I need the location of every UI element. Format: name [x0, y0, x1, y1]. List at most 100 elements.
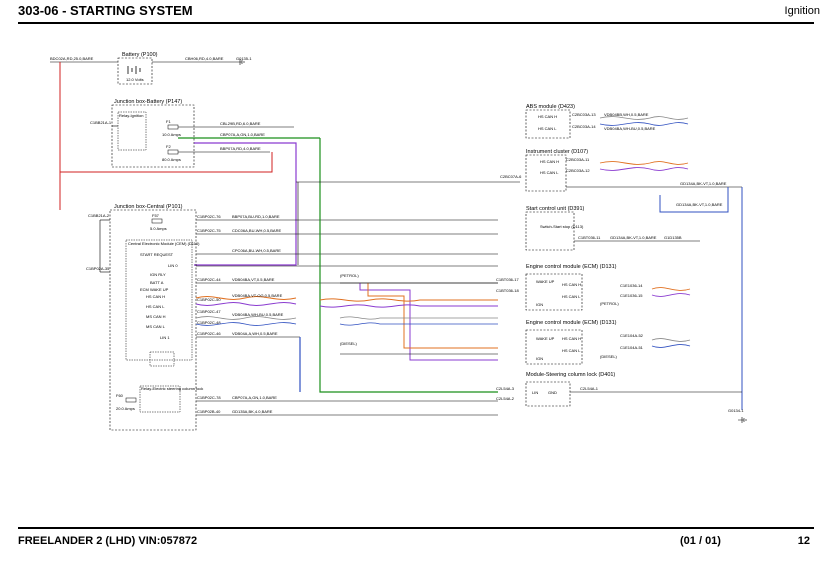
fuse-rating: 80.0 Amps [162, 157, 181, 162]
instrument-cluster: Instrument cluster (D107) HS CAN H HS CA… [525, 149, 588, 192]
junction-box-central: Junction box-Central (P101) F57 5.0 Amps… [109, 204, 203, 431]
ecm-petrol: Engine control module (ECM) (D131) WAKE … [525, 264, 617, 311]
variant-label: (PETROL) [600, 301, 619, 306]
fuse-rating: 10.0 Amps [162, 132, 181, 137]
connector-label: C1E104A-51 [620, 345, 644, 350]
fuse-label: F57 [152, 213, 160, 218]
connector-label: C1BP02C-46 [197, 331, 221, 336]
pin-label: LIN [532, 390, 538, 395]
wire-label: GD134A,BK-VT,1.0,BARE [680, 181, 727, 186]
connector-label: C1BP02B-40 [197, 409, 221, 414]
steer-label: Module-Steering column lock (D401) [526, 372, 615, 378]
jbox-battery-label: Junction box-Battery (P147) [114, 99, 182, 105]
connector-label: C1BP02C-50 [197, 297, 221, 302]
page-number: 12 [797, 535, 810, 547]
relay-ign-label: Relay-Ignition [119, 113, 143, 118]
page-of: (01 / 01) [680, 535, 721, 547]
connector-label: C1BP02C-75 [197, 228, 221, 233]
pin-label: HS CAN H [562, 336, 581, 341]
wire-label: VDB04BA,WH-BU,0.5,BARE [604, 126, 656, 131]
fuse-rating: 20.0 Amps [116, 406, 135, 411]
connector-label: C1BB21A-1 [90, 120, 112, 125]
wire-label: BBP07A,BU-RD,1.0,BARE [232, 214, 280, 219]
connector-label: C1BP02C-76 [197, 214, 221, 219]
connector-label: C1BP02C-44 [197, 277, 221, 282]
connector-label: C1BB21A-2 [88, 213, 110, 218]
connector-label: C1E1036-15 [620, 293, 643, 298]
wire-label: VDB04A,A,WH,0.5,BARE [232, 331, 278, 336]
pin-label: HS CAN L [562, 348, 581, 353]
wire-label: CBH06,RD,4.0,BARE [185, 56, 224, 61]
connector-label: C2BC03A-11 [566, 157, 590, 162]
battery-label: Battery (P100) [122, 52, 158, 58]
fuse-label: F2 [166, 144, 171, 149]
connector-label: C1BP02A-35 [86, 266, 110, 271]
connector-label: C1BP02C-78 [197, 395, 221, 400]
wire-label: VDB04BA,WH-BU,0.5,BARE [232, 312, 284, 317]
ground-label: G0135-1 [236, 56, 252, 61]
pin-label: WAKE UP [536, 279, 555, 284]
wire-label: BDC02A,RD,25.0,BARE [50, 56, 94, 61]
scu-label: Start control unit (D391) [526, 206, 585, 212]
wire-label: CBL29B,RD,6.0,BARE [220, 121, 261, 126]
ground-label: G1D135B [664, 235, 682, 240]
fuse-rating: 5.0 Amps [150, 226, 167, 231]
cem-label: Central Electronic Module (CEM) (D110) [128, 241, 200, 246]
ecm-diesel: Engine control module (ECM) (D131) WAKE … [525, 320, 617, 365]
wire-label: CBP07A,A,GN,1.0,BARE [232, 395, 277, 400]
pin-label: WAKE UP [536, 336, 555, 341]
pin-label: HS CAN L [146, 304, 165, 309]
connector-label: C2L54A-1 [580, 386, 599, 391]
pin-label: BATT A [150, 280, 164, 285]
wire-label: GD134A,BK-VT,1.0,BARE [610, 235, 657, 240]
connector-label: C1BP02C-47 [197, 309, 221, 314]
ecm-label: Engine control module (ECM) (D131) [526, 264, 617, 270]
connector-label: C2BC03A-12 [566, 168, 590, 173]
wire-label: CDC06A,BU-WH,0.5,BARE [232, 228, 281, 233]
pin-label: IGN [536, 302, 543, 307]
wire-label: VDB04BB,WH,0.5,BARE [604, 112, 649, 117]
variant-label: (DIESEL) [600, 354, 618, 359]
relay-label: Relay-Electric steering column lock [141, 386, 203, 391]
page-title: 303-06 - STARTING SYSTEM [18, 3, 193, 18]
abs-module: ABS module (D423) HS CAN H HS CAN L [525, 104, 575, 139]
page-header: 303-06 - STARTING SYSTEM Ignition [0, 0, 832, 24]
variant-label: (DIESEL) [340, 341, 358, 346]
jbox-central-label: Junction box-Central (P101) [114, 204, 183, 210]
connector-label: C2BC03A-13 [572, 112, 596, 117]
wire-label: GD134A,BK-VT,1.0,BARE [676, 202, 723, 207]
footer-rule [18, 527, 814, 529]
pin-label: HS CAN L [562, 294, 581, 299]
connector-label: C1BP02C-48 [197, 320, 221, 325]
connector-label: C2BC03A-14 [572, 124, 596, 129]
wire-label: CBP07A,A,GN,1.0,BARE [220, 132, 265, 137]
pin-label: MS CAN L [146, 324, 166, 329]
connector-label: C1E1036-14 [620, 283, 643, 288]
fuse-label: F1 [166, 119, 171, 124]
wire-label: VDB04BA,VT,0.5,BARE [232, 277, 275, 282]
pin-label: START REQUEST [140, 252, 174, 257]
pin-label: HS CAN H [146, 294, 165, 299]
pin-label: HS CAN L [538, 126, 557, 131]
pin-label: ECM WAKE UP [140, 287, 169, 292]
start-control-unit: Start control unit (D391) Switch-Start s… [525, 206, 585, 251]
wire-label: BBP07A,RD,4.0,BARE [220, 146, 261, 151]
pin-label: HS CAN L [540, 170, 559, 175]
ic-label: Instrument cluster (D107) [526, 149, 588, 155]
variant-label: (PETROL) [340, 273, 359, 278]
battery: Battery (P100) 12.0 Volts [117, 52, 158, 85]
connector-label: C1BT036-17 [496, 277, 519, 282]
pin-label: IGN RLY [150, 272, 166, 277]
ground-icon [236, 59, 245, 65]
wire-label: VDB04BA,VT-OG,0.5,BARE [232, 293, 283, 298]
connector-label: C2BC07A-6 [500, 174, 522, 179]
pin-label: MS CAN H [146, 314, 166, 319]
connector-label: C2L54A-3 [496, 386, 515, 391]
connector-label: C1E104A-52 [620, 333, 644, 338]
pin-label: HS CAN H [538, 114, 557, 119]
pin-label: GND [548, 390, 557, 395]
ground-label: G0134-1 [728, 408, 744, 413]
wire-label: CPC06A,BU-WH,0.5,BARE [232, 248, 281, 253]
connector-label: C1BT036-18 [496, 288, 519, 293]
switch-label: Switch-Start stop (D113) [540, 224, 584, 229]
